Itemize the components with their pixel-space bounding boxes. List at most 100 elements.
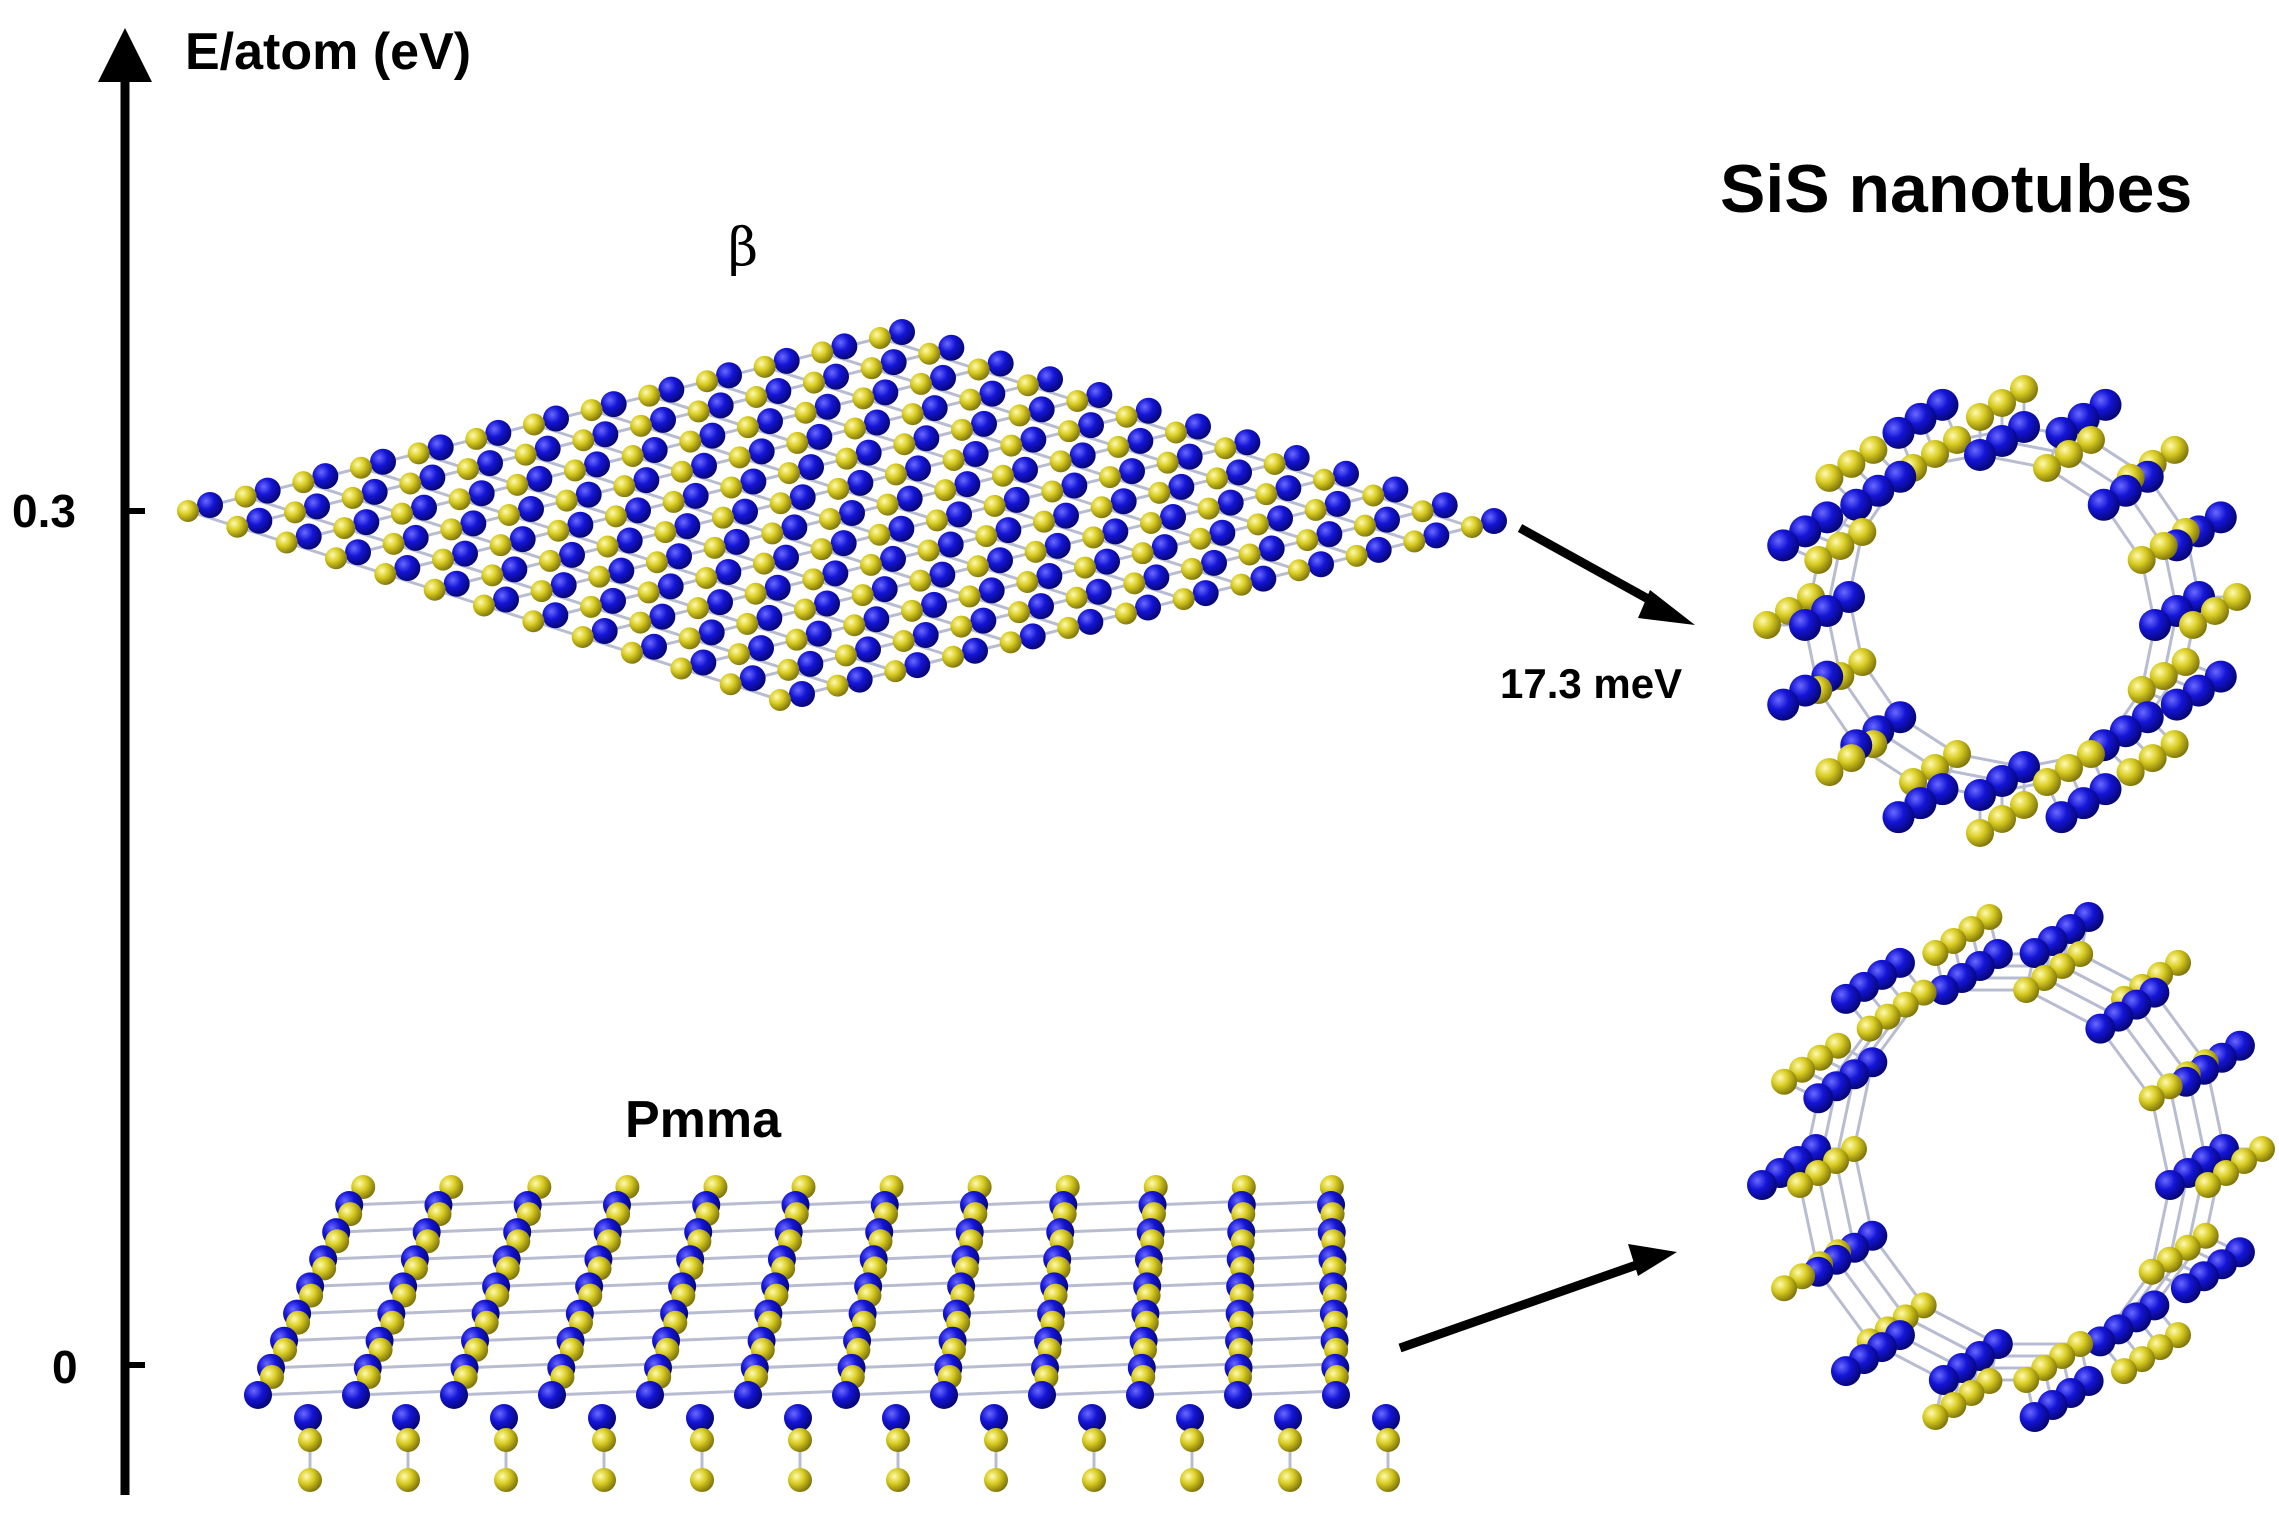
s-atom (910, 372, 932, 395)
bond (475, 1335, 574, 1343)
s-atom (1988, 805, 2016, 833)
bond (1237, 1389, 1337, 1397)
s-atom (1115, 405, 1138, 428)
s-atom (671, 460, 693, 483)
bond (754, 1362, 853, 1370)
si-atom (518, 496, 544, 522)
si-atom (1126, 1381, 1154, 1409)
energy-axis-arrowhead (98, 28, 152, 82)
s-atom (984, 1468, 1008, 1492)
s-atom (934, 479, 957, 502)
energy-difference-label: 17.3 meV (1500, 660, 1683, 707)
s-atom (826, 674, 849, 697)
si-atom (971, 410, 997, 437)
si-atom (1226, 459, 1252, 486)
si-atom (987, 350, 1014, 377)
s-atom (1313, 468, 1335, 491)
si-atom (822, 560, 849, 587)
s-atom (2111, 1358, 2138, 1385)
s-atom (1922, 1404, 1949, 1431)
s-atom (2013, 1366, 2040, 1393)
s-atom (284, 501, 306, 524)
figure-title: SiS nanotubes (1720, 151, 2193, 227)
s-atom (1848, 648, 1877, 677)
s-atom (835, 447, 858, 470)
tick-label-0.3: 0.3 (12, 485, 76, 537)
s-atom (1826, 531, 1855, 560)
s-atom (2201, 597, 2229, 625)
bond (1238, 1362, 1337, 1370)
s-atom (950, 615, 973, 638)
s-atom (596, 535, 619, 558)
si-atom (501, 556, 528, 583)
s-atom (1304, 498, 1327, 521)
s-atom (1214, 437, 1237, 460)
s-atom (2116, 758, 2145, 787)
s-atom (703, 536, 726, 559)
si-atom (1151, 534, 1178, 561)
si-atom (1143, 564, 1170, 591)
si-atom (427, 434, 454, 461)
si-atom (781, 514, 808, 541)
s-atom (1107, 435, 1130, 458)
s-atom (275, 531, 298, 554)
si-atom (1250, 565, 1277, 592)
si-atom (666, 543, 692, 570)
s-atom (695, 567, 718, 589)
si-atom (904, 652, 931, 679)
si-atom (460, 510, 487, 537)
si-atom (970, 607, 997, 634)
si-atom (739, 665, 766, 692)
si-atom (756, 604, 783, 631)
s-atom (1123, 572, 1146, 595)
si-atom (978, 577, 1005, 604)
si-atom (905, 455, 931, 482)
si-atom (353, 509, 380, 536)
s-atom (720, 476, 743, 499)
s-atom (2149, 662, 2178, 691)
si-atom (1928, 1364, 1959, 1395)
si-atom (650, 406, 676, 433)
si-atom (864, 409, 890, 436)
s-atom (958, 585, 981, 608)
si-atom (872, 379, 899, 406)
si-atom (855, 636, 881, 663)
si-atom (740, 468, 767, 495)
s-atom (852, 387, 875, 410)
si-atom (550, 572, 577, 599)
si-atom (625, 497, 651, 524)
s-atom (696, 370, 718, 393)
s-atom (1837, 449, 1866, 478)
si-atom (361, 478, 388, 505)
si-atom (658, 376, 685, 403)
si-atom (1069, 442, 1096, 469)
s-atom (1278, 1468, 1302, 1492)
s-atom (1017, 374, 1039, 397)
si-atom (1119, 458, 1145, 485)
si-atom (1333, 460, 1359, 487)
s-atom (719, 673, 742, 696)
si-atom (1217, 489, 1244, 516)
s-atom (942, 645, 964, 668)
s-atom (1238, 543, 1261, 566)
s-atom (1461, 516, 1483, 538)
si-atom (880, 349, 907, 376)
si-atom (1803, 1083, 1834, 1114)
s-atom (1848, 517, 1877, 546)
si-atom (1316, 521, 1343, 548)
si-atom (930, 1381, 958, 1409)
s-atom (423, 578, 446, 601)
s-atom (1000, 434, 1023, 457)
si-atom (830, 530, 857, 557)
si-atom (1322, 1381, 1350, 1409)
bond (845, 1389, 945, 1397)
si-atom (814, 393, 841, 420)
s-atom (350, 456, 372, 479)
si-atom (419, 464, 446, 491)
si-atom (1160, 504, 1186, 530)
s-atom (1247, 513, 1269, 536)
si-atom (1077, 608, 1104, 635)
s-atom (1753, 611, 1781, 639)
s-atom (745, 386, 768, 408)
si-atom (1964, 439, 1996, 471)
